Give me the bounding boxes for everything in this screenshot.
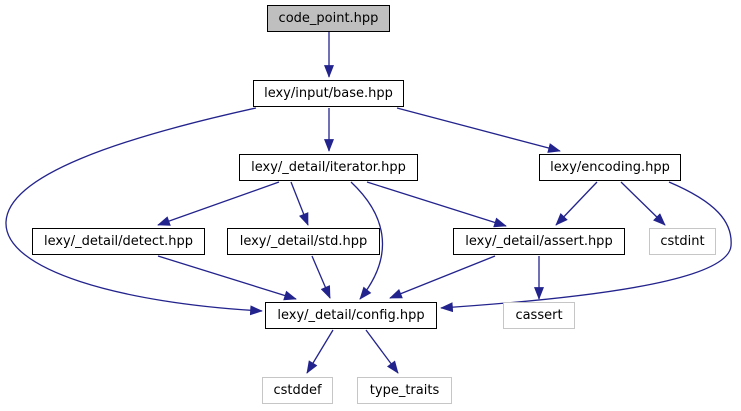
node-lexy-detail-assert-hpp[interactable]: lexy/_detail/assert.hpp — [453, 228, 625, 255]
edge-encoding-to-config — [440, 181, 732, 313]
node-lexy-detail-detect-hpp[interactable]: lexy/_detail/detect.hpp — [32, 228, 205, 255]
node-type-traits: type_traits — [357, 377, 452, 404]
edge-encoding-to-assert — [555, 181, 598, 226]
edge-config-to-type-traits — [365, 329, 399, 374]
edge-iterator-to-detect — [157, 181, 280, 226]
node-cassert: cassert — [503, 302, 575, 329]
node-lexy-input-base-hpp[interactable]: lexy/input/base.hpp — [253, 80, 404, 107]
node-lexy-detail-std-hpp[interactable]: lexy/_detail/std.hpp — [227, 228, 380, 255]
edge-iterator-to-std — [290, 181, 309, 226]
node-lexy-detail-config-hpp[interactable]: lexy/_detail/config.hpp — [265, 302, 437, 329]
node-lexy-detail-iterator-hpp[interactable]: lexy/_detail/iterator.hpp — [239, 154, 418, 181]
edge-encoding-to-cstdint — [620, 181, 666, 226]
node-code-point-hpp: code_point.hpp — [267, 5, 390, 32]
node-cstddef: cstddef — [262, 377, 333, 404]
edge-base-to-encoding — [396, 107, 561, 153]
edge-config-to-cstddef — [306, 329, 334, 374]
edge-std-to-config — [311, 255, 331, 299]
node-lexy-encoding-hpp[interactable]: lexy/encoding.hpp — [539, 154, 681, 181]
edge-assert-to-config — [389, 255, 496, 299]
edge-detect-to-config — [157, 255, 297, 301]
edge-iterator-to-assert — [366, 181, 507, 228]
edge-iterator-to-config — [350, 181, 384, 300]
node-cstdint: cstdint — [649, 228, 716, 255]
edge-base-to-config — [5, 107, 263, 316]
